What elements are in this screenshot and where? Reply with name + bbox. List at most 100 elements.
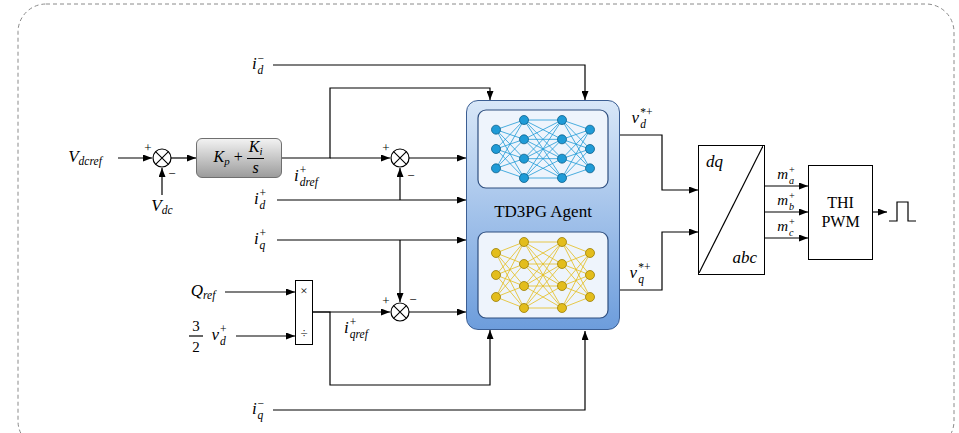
signal-wire — [873, 211, 887, 212]
network-neuron — [585, 144, 594, 153]
signal-wire — [409, 311, 466, 312]
network-neuron — [519, 134, 528, 143]
network-link — [524, 119, 562, 120]
node-text: s — [252, 159, 258, 177]
fraction-bar — [189, 335, 203, 336]
network-neuron — [519, 259, 528, 268]
signal-wire — [330, 157, 390, 158]
network-neuron — [519, 154, 528, 163]
network-link — [524, 242, 562, 264]
network-neuron — [557, 237, 566, 246]
network-link — [524, 242, 562, 286]
network-link — [524, 158, 562, 177]
network-neuron — [557, 154, 566, 163]
sign-label: − — [168, 167, 175, 180]
signal-label: iq− — [252, 398, 264, 422]
signal-wire — [225, 291, 295, 292]
network-neuron — [585, 125, 594, 134]
network-neuron — [519, 237, 528, 246]
network-neuron — [585, 248, 594, 257]
signal-label: id− — [252, 53, 264, 77]
network-link — [496, 242, 524, 297]
network-link — [524, 139, 562, 178]
sign-label: − — [409, 293, 416, 306]
network-neuron — [519, 281, 528, 290]
signal-label: Vdcref — [68, 148, 102, 168]
network-neuron — [557, 281, 566, 290]
network-link — [524, 120, 562, 178]
network-neuron — [491, 125, 500, 134]
signal-label: mb+ — [777, 191, 795, 212]
network-link — [524, 120, 562, 159]
td3pg-agent-box: TD3PG Agent — [466, 100, 620, 330]
network-neuron — [519, 115, 528, 124]
network-neuron — [557, 259, 566, 268]
signal-label: iq+ — [254, 228, 266, 252]
signal-connector — [765, 185, 808, 186]
network-link — [524, 241, 562, 242]
network-link — [524, 120, 562, 139]
network-panel — [478, 232, 608, 318]
signal-wire — [273, 331, 585, 410]
network-link — [524, 264, 562, 308]
signal-connector — [765, 211, 808, 212]
network-link — [524, 120, 562, 178]
network-link — [524, 286, 562, 308]
node-text: THI PWM — [816, 194, 866, 231]
sum-junction — [391, 303, 409, 321]
signal-wire — [399, 168, 400, 200]
node-text: dq — [706, 152, 723, 172]
network-link — [524, 242, 562, 286]
network-link — [562, 242, 590, 297]
node-text: Ki — [247, 138, 265, 159]
network-link — [562, 253, 590, 308]
dq-abc-transform-box: dq abc — [698, 145, 765, 275]
signal-wire — [161, 168, 162, 195]
signal-label: Qref — [191, 282, 216, 302]
signal-label: vd+ — [211, 324, 226, 348]
network-neuron — [585, 270, 594, 279]
network-neuron — [491, 248, 500, 257]
signal-wire — [409, 157, 466, 158]
signal-connector — [620, 232, 698, 290]
network-link — [562, 275, 590, 308]
sum-junction — [391, 149, 409, 167]
signal-connector — [313, 312, 490, 385]
signal-wire — [118, 157, 152, 158]
network-link — [496, 253, 524, 308]
sign-label: − — [407, 169, 414, 182]
signal-wire — [171, 157, 196, 158]
signal-wire — [277, 199, 466, 200]
network-link — [496, 139, 524, 168]
network-link — [524, 242, 562, 308]
network-neuron — [519, 173, 528, 182]
signal-connector — [765, 237, 808, 238]
pi-controller-box: Kp +Kis — [196, 138, 282, 178]
node-text: TD3PG Agent — [494, 202, 592, 222]
network-neuron — [491, 292, 500, 301]
outer-boundary — [18, 4, 954, 433]
sign-label: + — [382, 141, 389, 154]
fraction: Kis — [247, 138, 265, 177]
signal-connector — [620, 135, 698, 190]
signal-wire — [399, 240, 400, 302]
node-text: Kp + — [214, 148, 243, 168]
fraction-number: 3 — [192, 319, 200, 334]
network-link — [524, 120, 562, 139]
signal-label: Vdc — [151, 197, 172, 217]
pulse-symbol — [889, 202, 916, 221]
network-neuron — [557, 115, 566, 124]
node-text: ÷ — [300, 326, 307, 341]
network-neuron — [585, 292, 594, 301]
network-link — [524, 242, 562, 264]
signal-label: idref+ — [294, 165, 318, 189]
sum-junction — [153, 149, 171, 167]
sign-label: + — [382, 294, 389, 307]
signal-label: iqref+ — [344, 317, 368, 341]
sum-cross — [156, 152, 169, 165]
multiply-divide-block: ×÷ — [295, 280, 313, 345]
network-link — [524, 307, 562, 308]
node-text: abc — [732, 248, 757, 268]
network-link — [524, 120, 562, 159]
signal-wire — [236, 335, 295, 336]
